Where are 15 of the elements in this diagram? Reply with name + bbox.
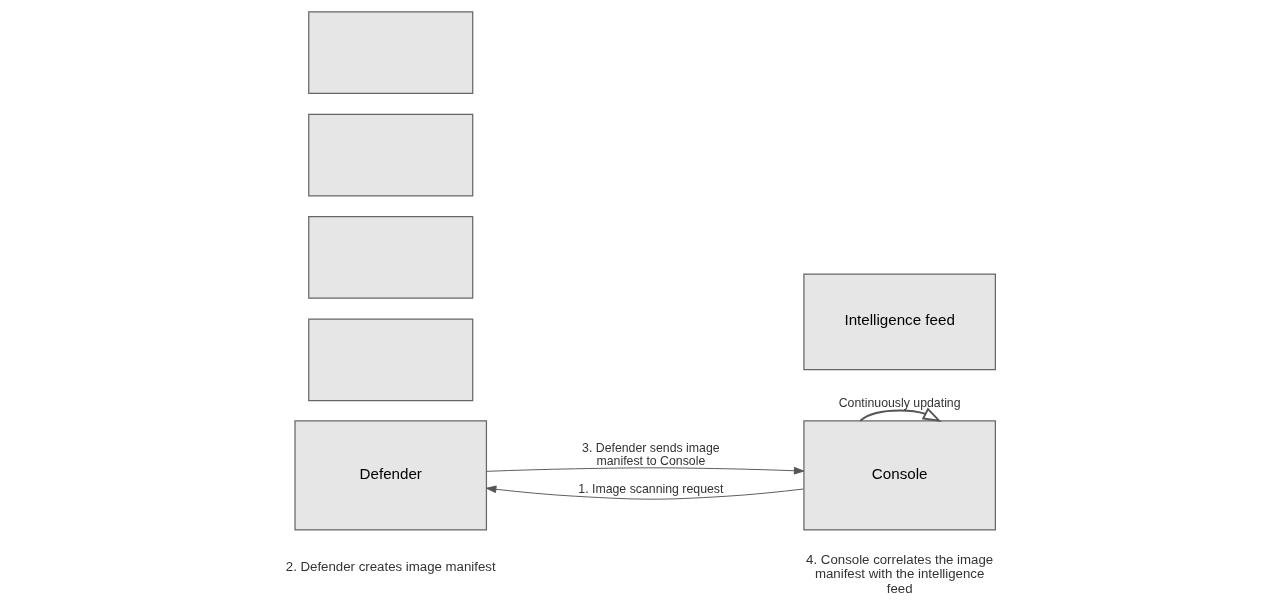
node-box [308, 216, 474, 299]
arrow [485, 485, 804, 500]
node-box [308, 113, 474, 197]
arrow [859, 407, 942, 422]
edge-label: Continuously updating [838, 396, 961, 411]
edge-label: 1. Image scanning request [578, 481, 724, 496]
edge-label: 3. Defender sends image manifest to Console [582, 441, 720, 469]
label: 4. Console correlates the image manifest with the intelligence feed [806, 552, 994, 596]
node-box: Defender [294, 420, 488, 531]
node-box [308, 11, 474, 95]
node-box: Intelligence feed [803, 273, 996, 371]
arrow [486, 466, 805, 475]
label: 2. Defender creates image manifest [285, 558, 496, 574]
node-box [308, 318, 474, 402]
node-box: Console [803, 420, 996, 531]
